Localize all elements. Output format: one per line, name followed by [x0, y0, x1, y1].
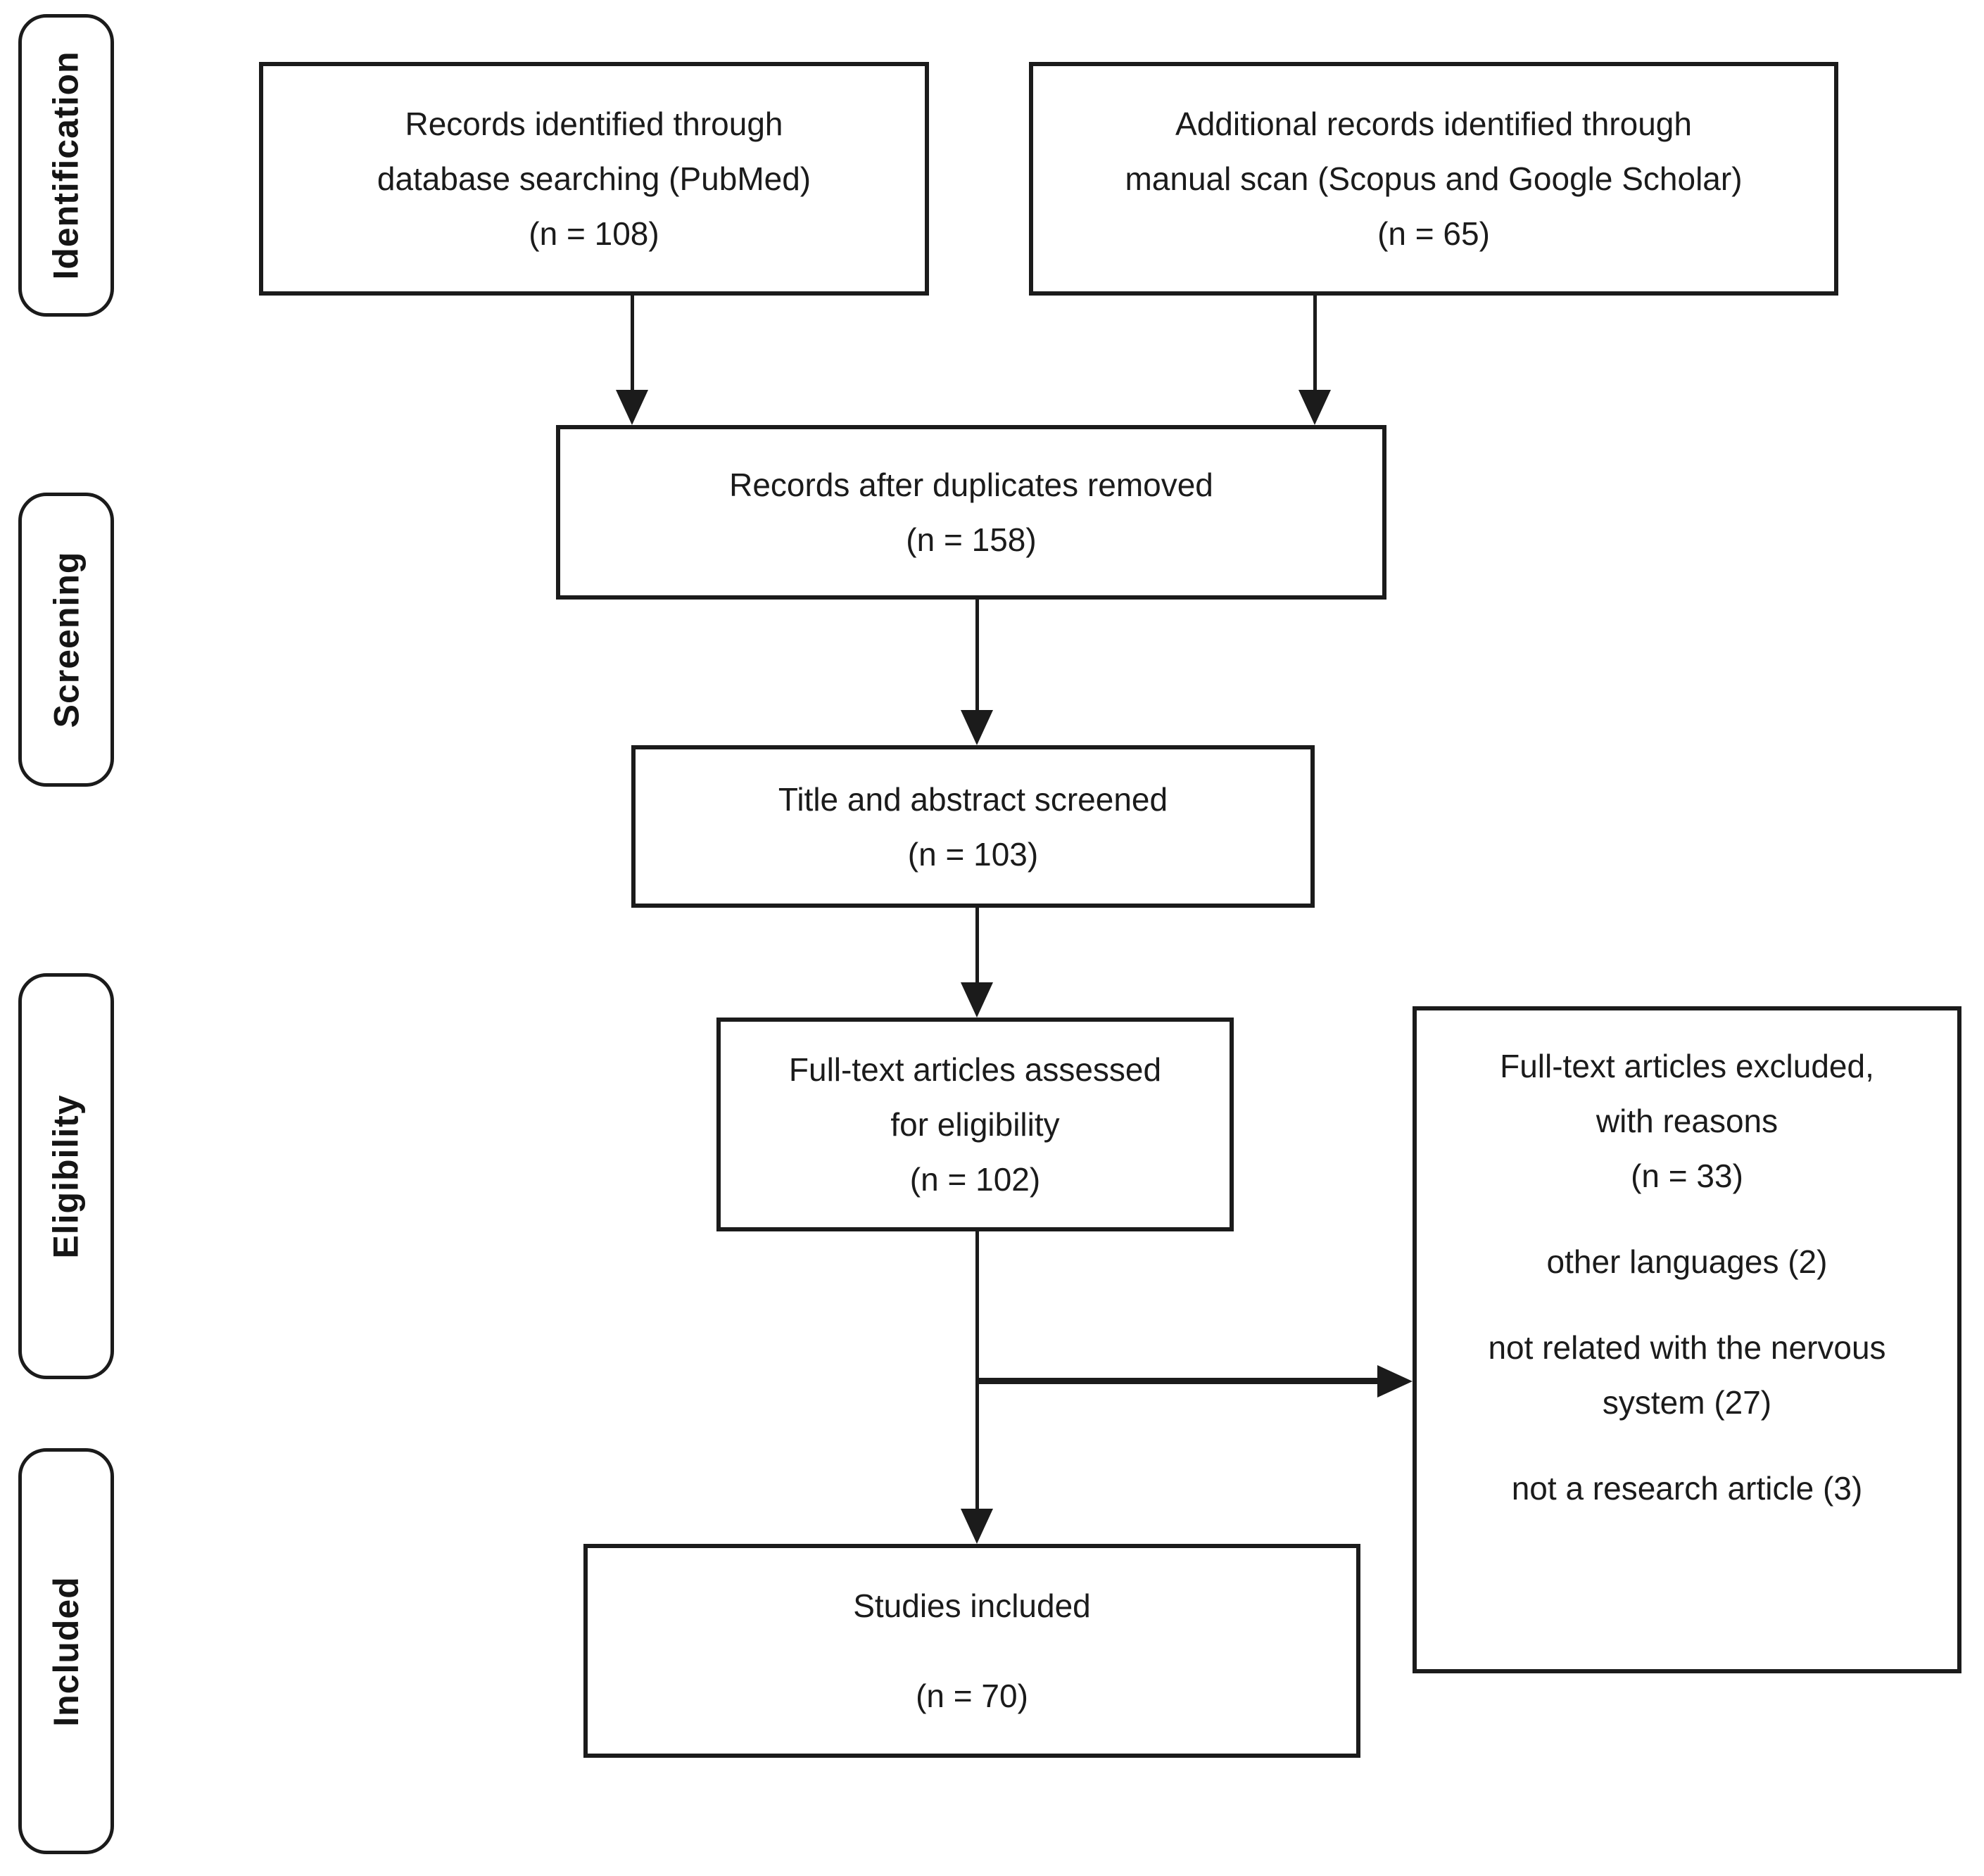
box-text-line: Title and abstract screened	[778, 780, 1168, 818]
box-text-line: Full-text articles excluded,	[1500, 1048, 1874, 1084]
arrow-down-icon	[616, 390, 648, 425]
arrow-down-icon	[961, 710, 993, 745]
box-text-line: Additional records identified through	[1175, 106, 1692, 142]
stage-pill-identification: Identification	[18, 14, 114, 317]
stage-label-eligibility: Eligibility	[46, 1094, 86, 1259]
box-count: (n = 103)	[907, 835, 1039, 873]
excluded-header: Full-text articles excluded, with reason…	[1417, 1039, 1957, 1203]
box-count: (n = 65)	[1377, 215, 1490, 252]
stage-pill-included: Included	[18, 1448, 114, 1854]
excluded-reason: not related with the nervous system (27)	[1417, 1320, 1957, 1430]
box-text-line: database searching (PubMed)	[377, 160, 811, 197]
box-text-line: manual scan (Scopus and Google Scholar)	[1125, 160, 1743, 197]
box-text-line: Records identified through	[405, 106, 783, 142]
box-text-line: system (27)	[1602, 1384, 1772, 1421]
box-text-line: for eligibility	[890, 1106, 1060, 1143]
stage-label-screening: Screening	[46, 551, 86, 728]
box-text-line: Studies included	[853, 1587, 1091, 1624]
connector-line-duplicates-to-screened	[975, 600, 979, 714]
box-text-line: other languages (2)	[1546, 1243, 1828, 1280]
box-count: (n = 158)	[906, 521, 1037, 558]
box-studies-included: Studies included (n = 70)	[583, 1544, 1360, 1758]
box-fulltext-assessed: Full-text articles assessed for eligibil…	[716, 1018, 1234, 1231]
box-count: (n = 102)	[909, 1161, 1041, 1198]
arrow-down-icon	[1299, 390, 1331, 425]
box-text-line: with reasons	[1596, 1103, 1778, 1139]
stage-label-included: Included	[46, 1576, 87, 1727]
box-text-line: Full-text articles assessed	[788, 1051, 1162, 1088]
arrow-right-icon	[1377, 1365, 1413, 1398]
box-records-identified: Records identified through database sear…	[259, 62, 929, 296]
stage-pill-eligibility: Eligibility	[18, 973, 114, 1379]
connector-line-assessed-to-excluded	[978, 1378, 1379, 1384]
arrow-down-icon	[961, 1509, 993, 1544]
stage-label-identification: Identification	[46, 51, 87, 280]
arrow-down-icon	[961, 982, 993, 1018]
included-title: Studies included	[588, 1578, 1356, 1633]
box-count: (n = 33)	[1631, 1158, 1743, 1194]
box-duplicates-removed: Records after duplicates removed (n = 15…	[556, 425, 1386, 600]
included-count: (n = 70)	[588, 1668, 1356, 1723]
box-additional-records: Additional records identified through ma…	[1029, 62, 1838, 296]
box-count: (n = 70)	[916, 1678, 1028, 1714]
box-title-abstract-screened: Title and abstract screened (n = 103)	[631, 745, 1315, 908]
box-text-line: Records after duplicates removed	[729, 467, 1213, 503]
connector-line-assessed-to-included	[975, 1231, 979, 1513]
excluded-reason: other languages (2)	[1417, 1234, 1957, 1289]
box-fulltext-excluded: Full-text articles excluded, with reason…	[1413, 1006, 1961, 1673]
box-text-line: not related with the nervous	[1488, 1329, 1886, 1366]
connector-line-additional-to-duplicates	[1313, 296, 1317, 394]
excluded-reason: not a research article (3)	[1417, 1461, 1957, 1516]
stage-pill-screening: Screening	[18, 493, 114, 787]
connector-line-screened-to-assessed	[975, 908, 979, 985]
box-count: (n = 108)	[529, 215, 659, 252]
connector-line-records-to-duplicates	[631, 296, 634, 394]
box-text-line: not a research article (3)	[1511, 1470, 1863, 1507]
